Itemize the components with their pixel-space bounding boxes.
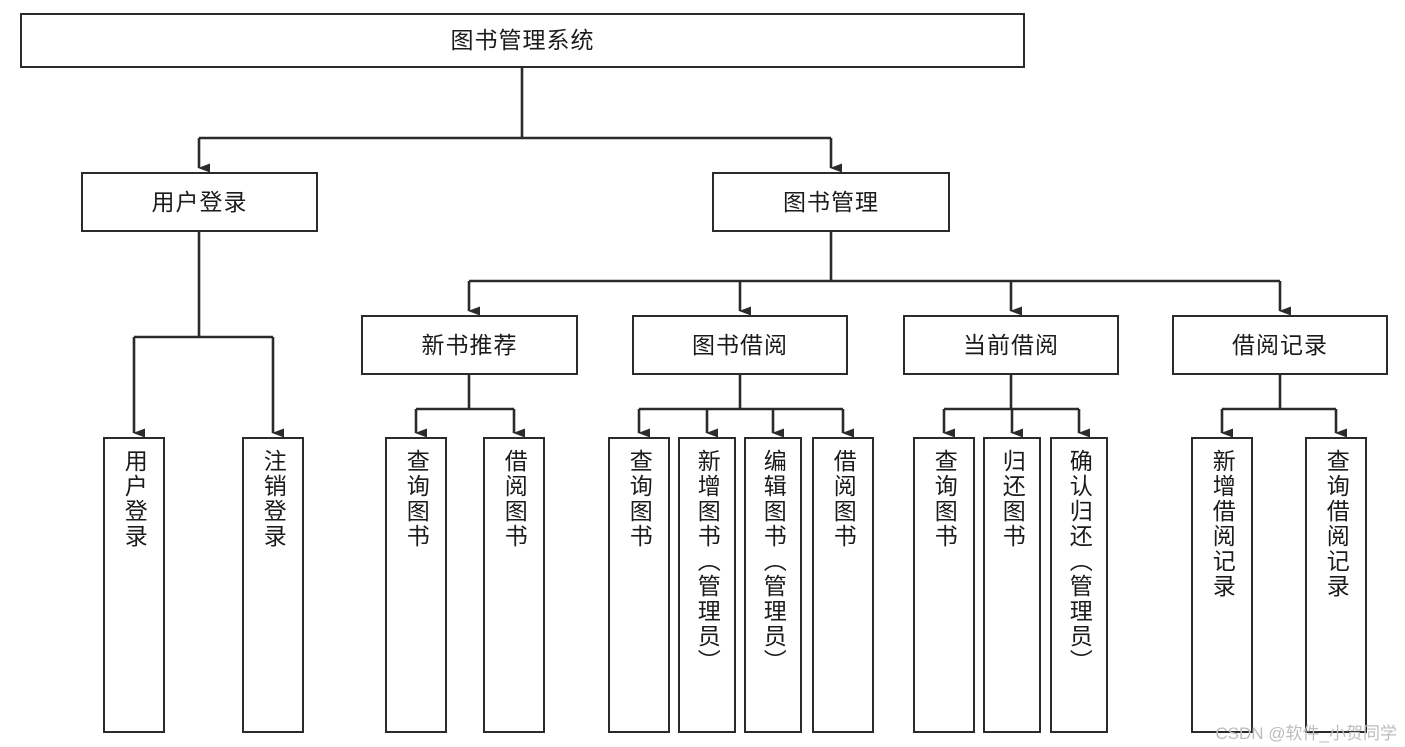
node-level3-2[interactable]: 当前借阅 bbox=[903, 315, 1119, 375]
node-leaf-5[interactable]: 新增图书（管理员） bbox=[678, 437, 736, 733]
node-leaf-0[interactable]: 用户登录 bbox=[103, 437, 165, 733]
node-leaf-1-label: 注销登录 bbox=[260, 449, 287, 549]
node-level3-1-label: 图书借阅 bbox=[692, 331, 788, 358]
node-leaf-10-label: 确认归还（管理员） bbox=[1066, 449, 1093, 674]
node-root[interactable]: 图书管理系统 bbox=[20, 13, 1025, 68]
node-leaf-4-label: 查询图书 bbox=[626, 449, 653, 549]
node-root-label: 图书管理系统 bbox=[450, 27, 595, 53]
node-leaf-2-label: 查询图书 bbox=[403, 449, 430, 549]
node-leaf-7[interactable]: 借阅图书 bbox=[812, 437, 874, 733]
node-leaf-8[interactable]: 查询图书 bbox=[913, 437, 975, 733]
node-level3-3-label: 借阅记录 bbox=[1232, 331, 1328, 358]
node-leaf-12[interactable]: 查询借阅记录 bbox=[1305, 437, 1367, 733]
node-level3-3[interactable]: 借阅记录 bbox=[1172, 315, 1388, 375]
node-level3-0[interactable]: 新书推荐 bbox=[361, 315, 578, 375]
node-level2-0-label: 用户登录 bbox=[151, 188, 248, 215]
node-leaf-3-label: 借阅图书 bbox=[501, 449, 528, 549]
node-leaf-5-label: 新增图书（管理员） bbox=[694, 449, 721, 674]
node-leaf-12-label: 查询借阅记录 bbox=[1323, 449, 1350, 599]
node-leaf-11[interactable]: 新增借阅记录 bbox=[1191, 437, 1253, 733]
node-level3-1[interactable]: 图书借阅 bbox=[632, 315, 848, 375]
node-leaf-9-label: 归还图书 bbox=[999, 449, 1026, 549]
node-leaf-6-label: 编辑图书（管理员） bbox=[760, 449, 787, 674]
node-leaf-1[interactable]: 注销登录 bbox=[242, 437, 304, 733]
node-leaf-3[interactable]: 借阅图书 bbox=[483, 437, 545, 733]
node-leaf-8-label: 查询图书 bbox=[931, 449, 958, 549]
node-level2-1-label: 图书管理 bbox=[783, 188, 879, 215]
node-leaf-6[interactable]: 编辑图书（管理员） bbox=[744, 437, 802, 733]
node-level3-2-label: 当前借阅 bbox=[963, 331, 1059, 358]
node-leaf-2[interactable]: 查询图书 bbox=[385, 437, 447, 733]
node-leaf-11-label: 新增借阅记录 bbox=[1209, 449, 1236, 599]
node-level2-0[interactable]: 用户登录 bbox=[81, 172, 318, 232]
node-leaf-7-label: 借阅图书 bbox=[830, 449, 857, 549]
node-leaf-0-label: 用户登录 bbox=[121, 449, 148, 549]
node-level2-1[interactable]: 图书管理 bbox=[712, 172, 950, 232]
node-leaf-4[interactable]: 查询图书 bbox=[608, 437, 670, 733]
watermark-text: CSDN @软件_小贺同学 bbox=[1215, 724, 1397, 743]
node-level3-0-label: 新书推荐 bbox=[421, 331, 518, 358]
node-leaf-9[interactable]: 归还图书 bbox=[983, 437, 1041, 733]
node-leaf-10[interactable]: 确认归还（管理员） bbox=[1050, 437, 1108, 733]
